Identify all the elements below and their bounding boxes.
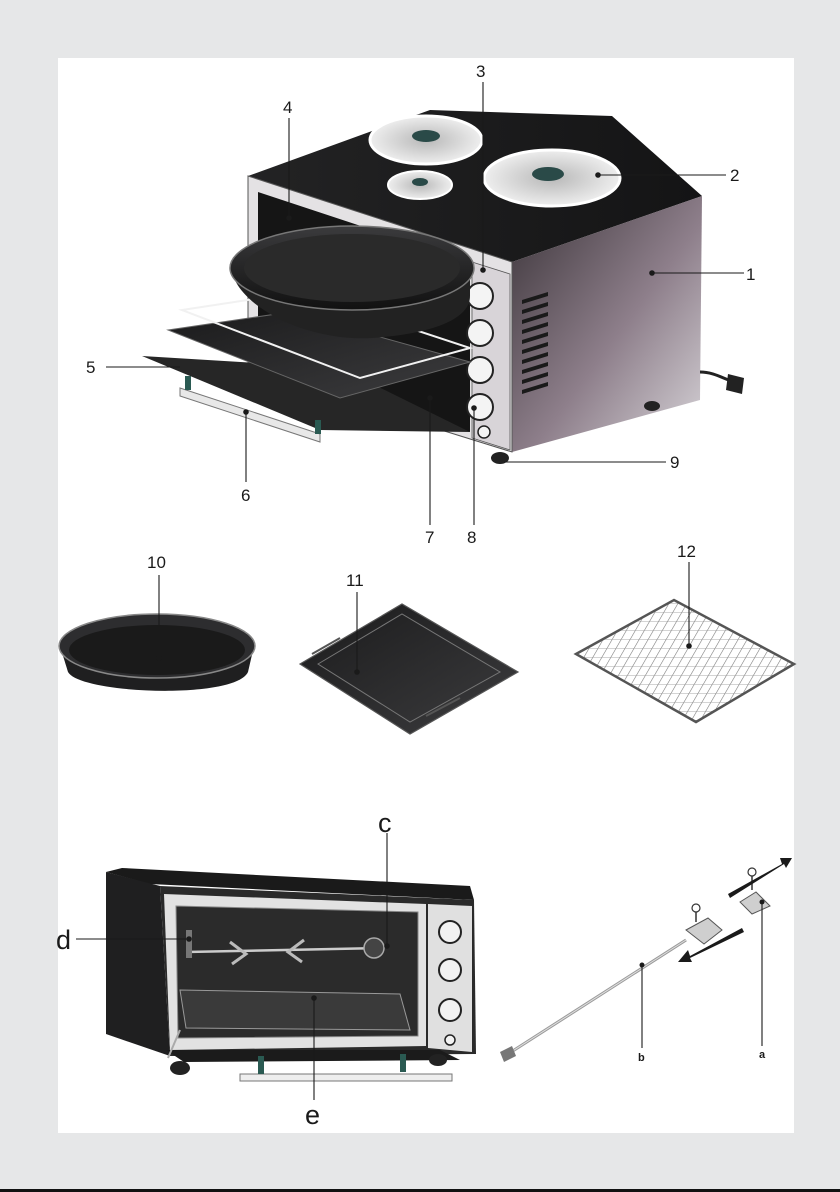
label-1: 1: [746, 265, 755, 284]
label-2: 2: [730, 166, 739, 185]
rotisserie-handle: [239, 1073, 453, 1082]
control-knobs: [466, 282, 494, 439]
door-handle: [179, 387, 321, 443]
label-4: 4: [283, 98, 292, 117]
label-6: 6: [241, 486, 250, 505]
spit-in-oven: [185, 930, 385, 966]
label-5: 5: [86, 358, 95, 377]
accessory-pan: [58, 613, 256, 691]
callouts-main: [106, 82, 744, 525]
label-9: 9: [670, 453, 679, 472]
label-c: c: [378, 808, 392, 838]
side-vents: [522, 292, 548, 394]
direction-arrows: [678, 858, 792, 962]
oven-foot: [491, 452, 509, 464]
rotisserie-knobs: [438, 920, 462, 1046]
top-band: [0, 0, 840, 58]
label-d: d: [56, 925, 71, 955]
label-8: 8: [467, 528, 476, 547]
label-e: e: [305, 1100, 320, 1130]
label-12: 12: [677, 542, 696, 561]
label-b: b: [638, 1052, 645, 1064]
accessory-rack: [573, 598, 797, 724]
drip-tray: [179, 989, 411, 1031]
rotisserie-oven: [106, 868, 476, 1082]
hotplates: [368, 114, 622, 208]
label-11: 11: [346, 571, 364, 590]
rotisserie-oven-body: [106, 872, 170, 1056]
label-3: 3: [476, 62, 485, 81]
spit-fork-b: [685, 903, 723, 945]
bottom-rule: [0, 1189, 840, 1192]
oven-side-panel: [512, 196, 702, 452]
label-10: 10: [147, 553, 166, 572]
pan-in-oven: [229, 225, 475, 339]
label-a: a: [759, 1049, 766, 1061]
main-oven: [142, 110, 744, 464]
label-7: 7: [425, 528, 434, 547]
accessory-tray: [298, 603, 520, 735]
spit-assembly: [500, 858, 792, 1062]
oven-door: [142, 356, 470, 432]
